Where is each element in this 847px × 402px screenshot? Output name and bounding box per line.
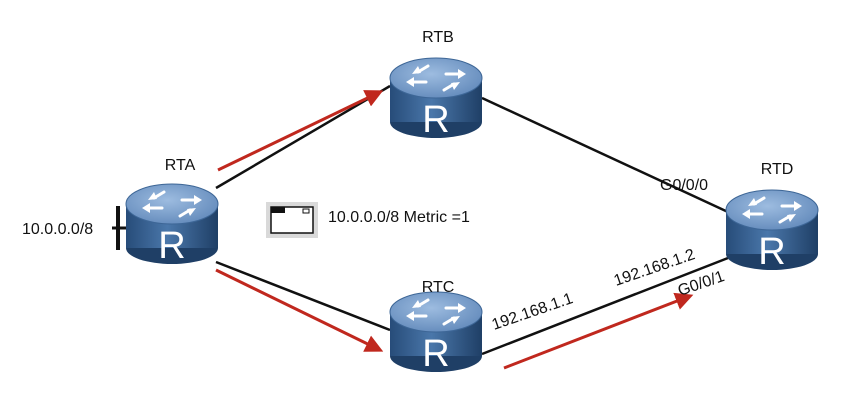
update-arrow-rtc-rtd — [503, 292, 694, 370]
router-label-rta: RTA — [165, 157, 196, 174]
router-rta: R — [124, 182, 220, 267]
router-rtb: R — [388, 56, 484, 141]
ip-label-rtc: 192.168.1.1 — [490, 290, 576, 334]
router-label-rtb: RTB — [422, 29, 454, 46]
router-rtd: R — [724, 188, 820, 273]
network-prefix-label: 10.0.0.0/8 — [22, 221, 93, 238]
router-glyph: R — [422, 99, 449, 141]
router-label-rtc: RTC — [422, 279, 455, 296]
router-glyph: R — [158, 225, 185, 267]
router-glyph: R — [758, 231, 785, 273]
router-label-rtd: RTD — [761, 161, 794, 178]
link-rta-rtb — [215, 84, 391, 190]
link-rtc-rtd — [481, 256, 729, 356]
interface-label-rtd-g001: G0/0/1 — [676, 268, 727, 300]
update-arrow-rta-rtc — [215, 268, 384, 352]
router-rtc: R — [388, 290, 484, 375]
link-rta-rtc — [215, 260, 391, 332]
interface-label-rtd-g000: G0/0/0 — [660, 177, 708, 194]
router-glyph: R — [422, 333, 449, 375]
route-update-label: 10.0.0.0/8 Metric =1 — [328, 209, 470, 226]
route-update-packet-icon — [266, 202, 318, 238]
link-rtb-rtd — [481, 96, 729, 214]
update-arrow-rta-rtb — [217, 90, 384, 172]
